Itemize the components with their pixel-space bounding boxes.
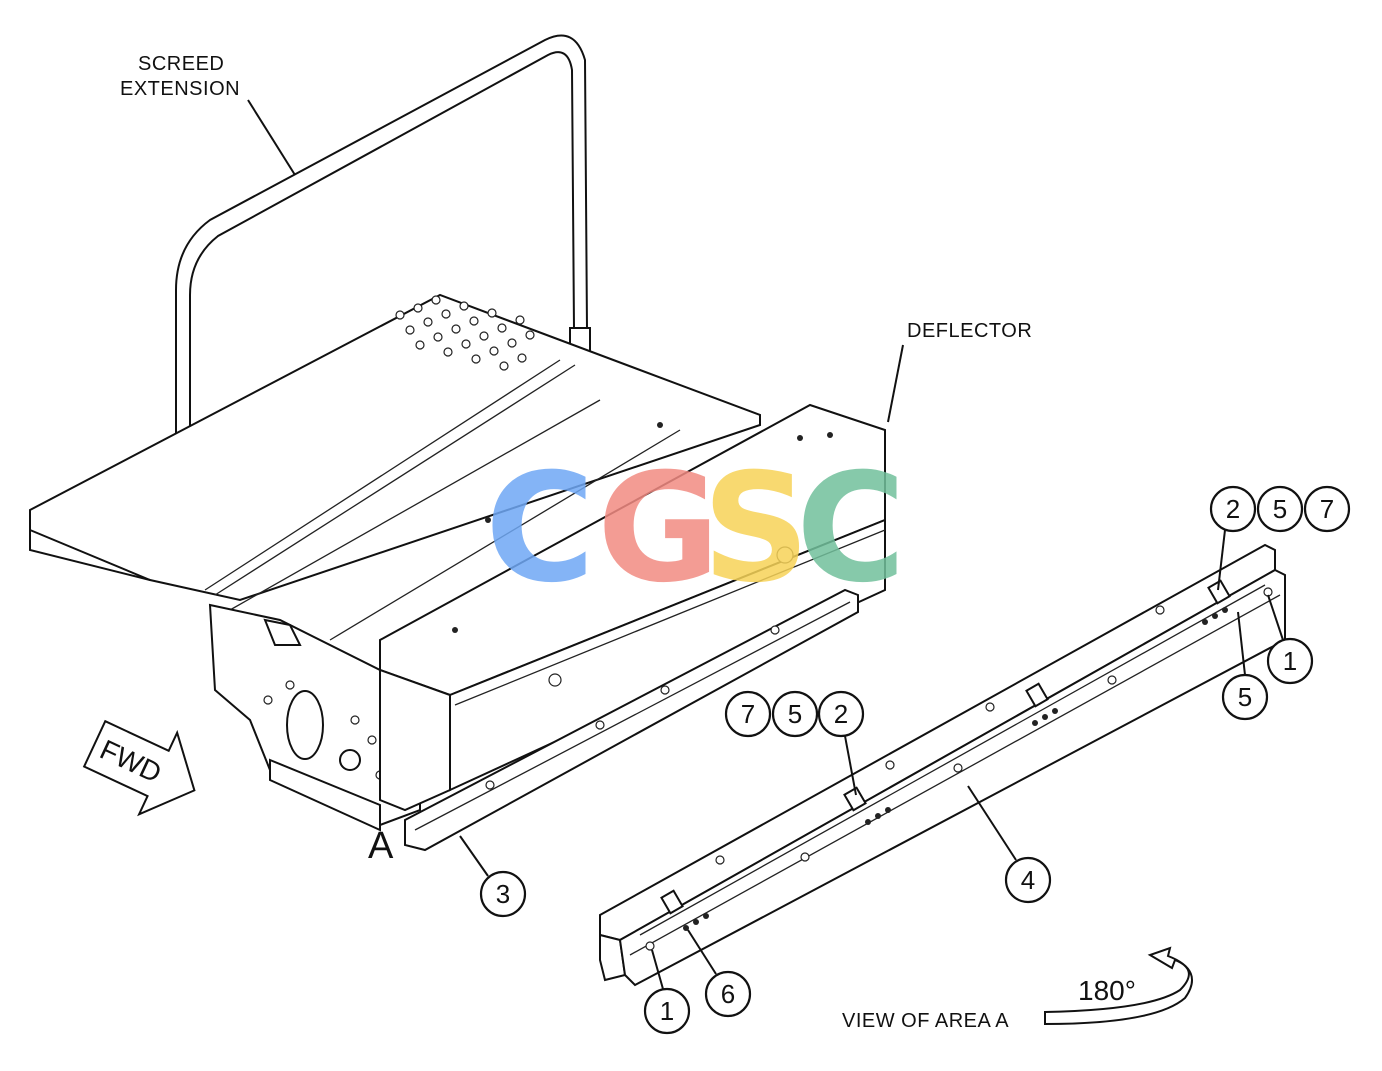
svg-text:5: 5 (1273, 494, 1287, 524)
screed-extension-plate (29, 293, 761, 641)
view-of-area-a-caption: VIEW OF AREA A (842, 1010, 1009, 1032)
callout-1-bottom: 1 (643, 987, 691, 1035)
side-bracket (208, 603, 421, 832)
callout-5-mid: 5 (771, 690, 819, 738)
svg-text:6: 6 (721, 979, 735, 1009)
perforation-holes (395, 295, 535, 371)
watermark-letter-s: S (702, 442, 810, 616)
callout-6: 6 (704, 970, 752, 1018)
svg-text:3: 3 (496, 879, 510, 909)
area-a-marker: A (368, 825, 394, 867)
rotation-arrow: 180° (1044, 946, 1193, 1026)
screed-extension-label-line2: EXTENSION (120, 78, 240, 100)
callout-2-top-leader (1217, 529, 1226, 591)
callout-1-bottom-leader (651, 949, 664, 990)
callout-4: 4 (1004, 856, 1052, 904)
cgsc-watermark: C G S C (485, 442, 906, 616)
callout-3-leader (459, 835, 489, 877)
callout-5-right-leader (1237, 611, 1246, 676)
fwd-arrow: FWD (82, 719, 196, 817)
callout-6-leader (687, 929, 717, 975)
callout-4-leader (967, 785, 1017, 861)
deflector-box (379, 403, 886, 812)
callout-7-mid: 7 (724, 690, 772, 738)
callout-2-top: 2 (1209, 485, 1257, 533)
svg-text:4: 4 (1021, 865, 1035, 895)
svg-text:7: 7 (741, 699, 755, 729)
screed-extension-label-line1: SCREED (138, 53, 224, 75)
callout-2-mid: 2 (817, 690, 865, 738)
callout-2-mid-leader (844, 735, 857, 796)
screed-extension-leader (247, 99, 296, 176)
callout-7-top: 7 (1303, 485, 1351, 533)
deflector-label: DEFLECTOR (907, 320, 1032, 342)
watermark-letter-c1: C (485, 442, 595, 616)
svg-text:5: 5 (1238, 682, 1252, 712)
svg-text:2: 2 (834, 699, 848, 729)
part-3-strip (404, 588, 859, 852)
svg-text:7: 7 (1320, 494, 1334, 524)
svg-text:2: 2 (1226, 494, 1240, 524)
callout-1-right-leader (1267, 594, 1284, 641)
svg-text:5: 5 (788, 699, 802, 729)
rotation-label: 180° (1078, 975, 1136, 1006)
part-4-strip (599, 543, 1286, 987)
svg-text:1: 1 (660, 996, 674, 1026)
callout-3: 3 (479, 870, 527, 918)
callout-5-right: 5 (1221, 673, 1269, 721)
watermark-letter-g: G (597, 442, 720, 616)
callout-1-right: 1 (1266, 637, 1314, 685)
callout-5-top: 5 (1256, 485, 1304, 533)
deflector-leader (887, 344, 904, 423)
watermark-letter-c2: C (796, 442, 906, 616)
svg-text:1: 1 (1283, 646, 1297, 676)
